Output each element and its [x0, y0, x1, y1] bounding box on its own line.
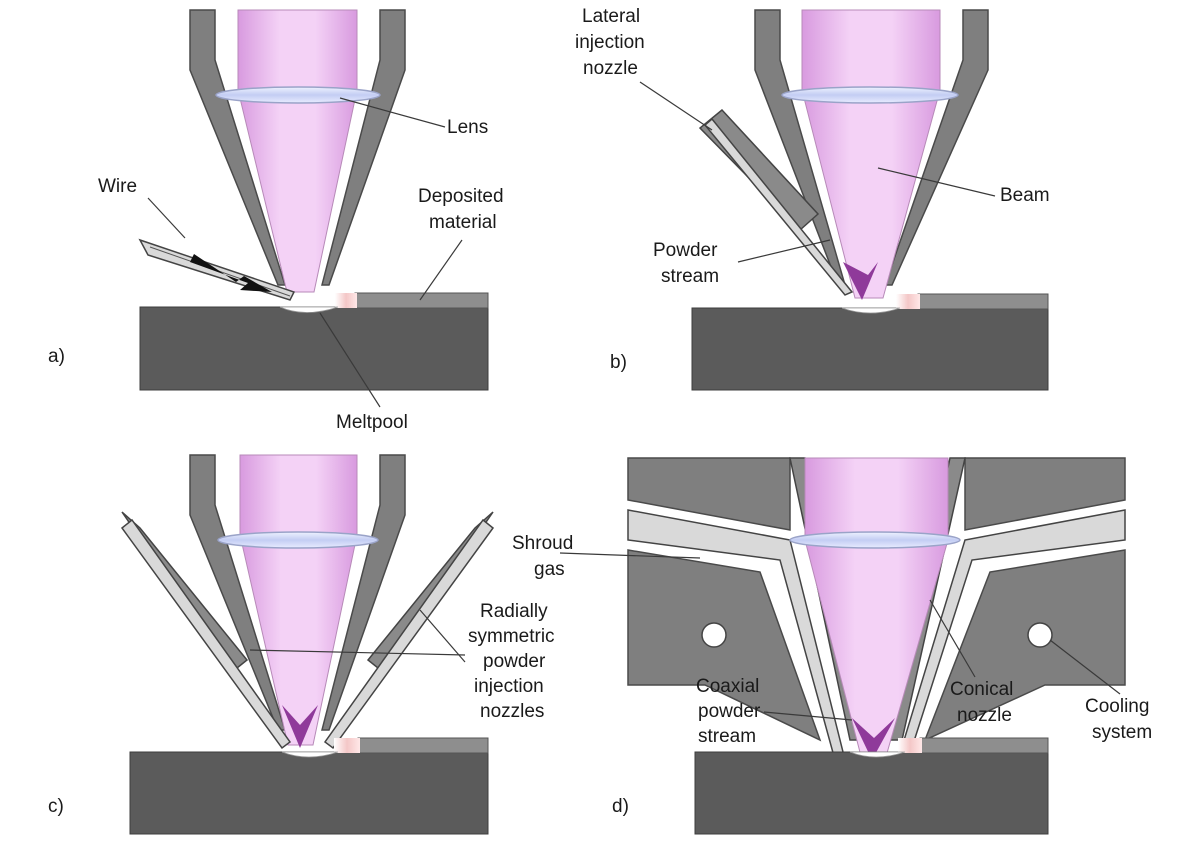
label-lens: Lens	[447, 117, 488, 138]
meltpool	[281, 751, 339, 758]
label-radial-4: injection	[474, 676, 544, 697]
label-meltpool: Meltpool	[336, 412, 408, 433]
heat-zone	[335, 293, 357, 308]
deposited-material	[357, 737, 489, 754]
label-radial-3: powder	[483, 651, 546, 672]
lens	[215, 86, 381, 104]
label-lateral-2: injection	[575, 32, 645, 53]
label-powder-2: stream	[661, 266, 719, 287]
label-deposited-1: Deposited	[418, 186, 504, 207]
radial-nozzle-left-channel	[120, 518, 292, 750]
panel-tag-a: a)	[48, 346, 65, 367]
label-coaxial-3: stream	[698, 726, 756, 747]
label-deposited-2: material	[429, 212, 497, 233]
panel-c: Radially symmetric powder injection nozz…	[48, 454, 555, 835]
panel-tag-c: c)	[48, 796, 64, 817]
label-coaxial-1: Coaxial	[696, 676, 759, 697]
label-radial-1: Radially	[480, 601, 548, 622]
label-shroud-2: gas	[534, 559, 565, 580]
label-lateral-3: nozzle	[583, 58, 638, 79]
panel-tag-b: b)	[610, 352, 627, 373]
upper-housing-left	[627, 457, 791, 531]
meltpool	[279, 306, 339, 313]
substrate	[691, 307, 1049, 391]
label-radial-2: symmetric	[468, 626, 555, 647]
cooling-block-left	[627, 549, 822, 742]
meltpool	[841, 307, 901, 314]
label-conical-2: nozzle	[957, 705, 1012, 726]
wire-feed-arrow	[190, 254, 272, 292]
panel-d: Shroud gas Coaxial powder stream Conical…	[512, 457, 1152, 835]
nozzle-housing-right	[321, 9, 406, 286]
heat-zone	[898, 738, 922, 753]
cooling-channel-left	[701, 622, 727, 648]
substrate	[129, 751, 489, 835]
powder-cone	[282, 705, 318, 748]
substrate	[139, 306, 489, 391]
heat-zone	[896, 294, 920, 309]
label-shroud-1: Shroud	[512, 533, 573, 554]
label-radial-5: nozzles	[480, 701, 544, 722]
cooling-channel-right	[1027, 622, 1053, 648]
heat-zone	[334, 738, 360, 753]
meltpool	[849, 751, 906, 758]
label-cooling-1: Cooling	[1085, 696, 1149, 717]
radial-nozzle-right-channel	[323, 518, 495, 750]
panel-a: Lens Wire Deposited material Meltpool a)	[48, 9, 504, 433]
lens	[217, 531, 379, 549]
label-lateral-1: Lateral	[582, 6, 640, 27]
label-conical-1: Conical	[950, 679, 1013, 700]
lens	[789, 531, 961, 549]
deposited-material	[919, 737, 1049, 754]
label-wire: Wire	[98, 176, 137, 197]
lateral-nozzle-channel	[703, 117, 854, 296]
label-beam: Beam	[1000, 185, 1050, 206]
deposited-material	[917, 293, 1049, 310]
substrate	[694, 751, 1049, 835]
label-powder-1: Powder	[653, 240, 718, 261]
panel-b: Lateral injection nozzle Beam Powder str…	[575, 6, 1050, 391]
label-cooling-2: system	[1092, 722, 1152, 743]
powder-cone	[843, 262, 878, 300]
cooling-block-right	[923, 549, 1126, 742]
powder-cone	[852, 718, 895, 760]
upper-housing-right	[964, 457, 1126, 531]
lens	[781, 86, 959, 104]
label-coaxial-2: powder	[698, 701, 761, 722]
deposited-material	[354, 292, 489, 309]
panel-tag-d: d)	[612, 796, 629, 817]
nozzle-housing-right	[321, 454, 406, 731]
